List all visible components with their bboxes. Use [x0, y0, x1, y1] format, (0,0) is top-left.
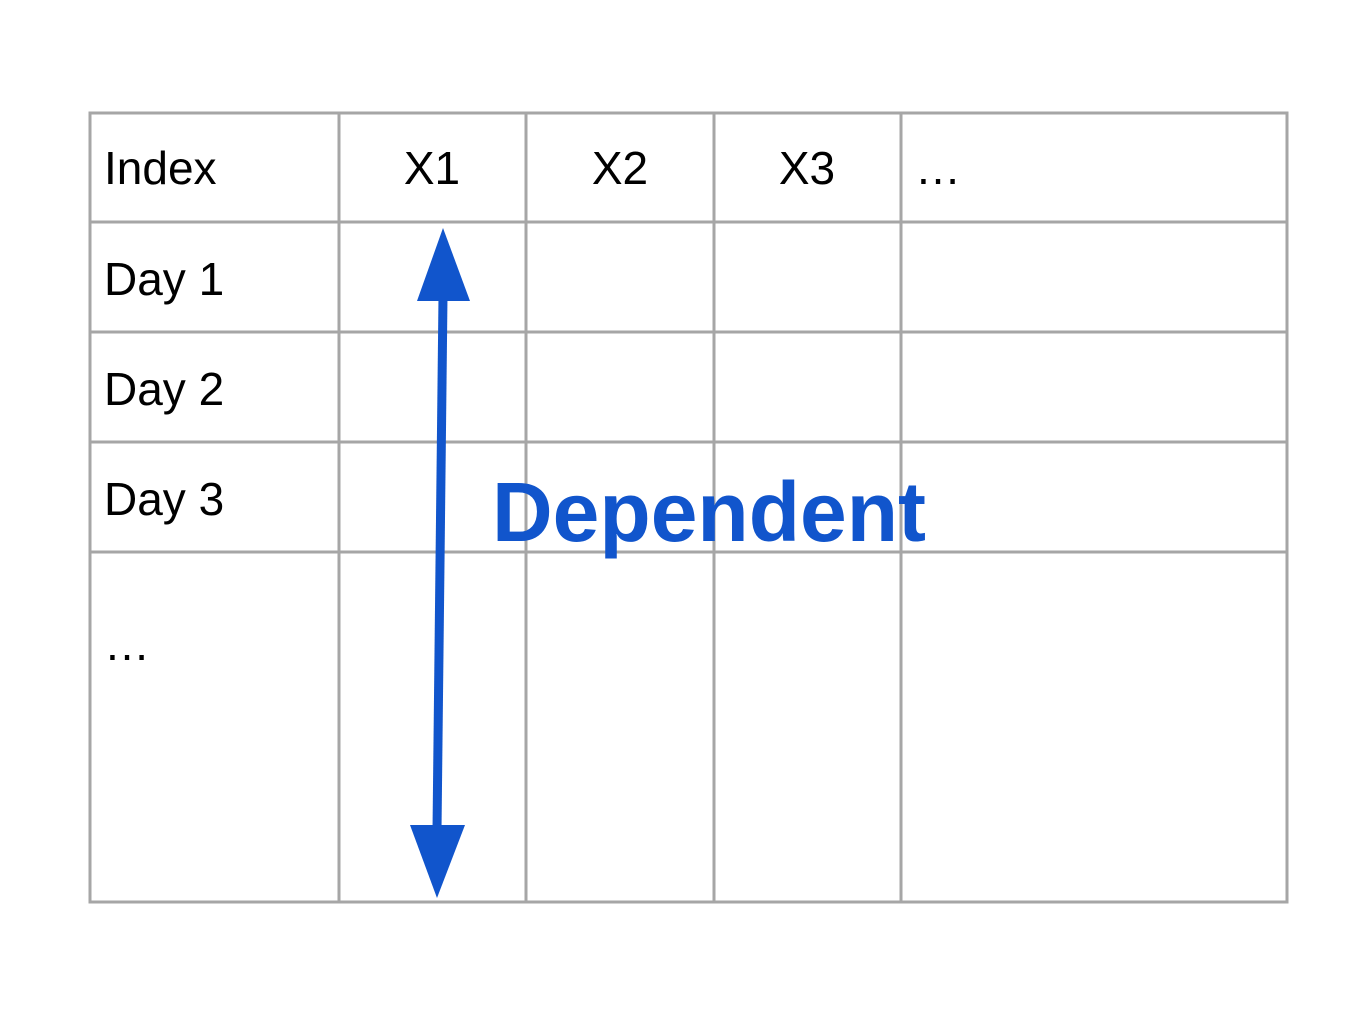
arrow-head-up-icon: [417, 228, 470, 301]
table-border: [88, 111, 1289, 904]
header-index: Index: [104, 142, 217, 194]
header-x3: X3: [779, 142, 835, 194]
header-x1: X1: [404, 142, 460, 194]
arrow-shaft: [432, 295, 448, 831]
arrow-head-down-icon: [410, 825, 465, 898]
dependent-label: Dependent: [492, 465, 926, 559]
row-label-more: …: [104, 618, 150, 670]
dependency-arrow: [410, 228, 470, 898]
row-label-day-3: Day 3: [104, 473, 224, 525]
header-x2: X2: [592, 142, 648, 194]
header-row: Index X1 X2 X3 …: [104, 142, 961, 194]
data-table: Index X1 X2 X3 … Day 1 Day 2 Day 3 …: [88, 111, 1289, 904]
header-more: …: [915, 142, 961, 194]
row-label-day-1: Day 1: [104, 253, 224, 305]
row-label-day-2: Day 2: [104, 363, 224, 415]
